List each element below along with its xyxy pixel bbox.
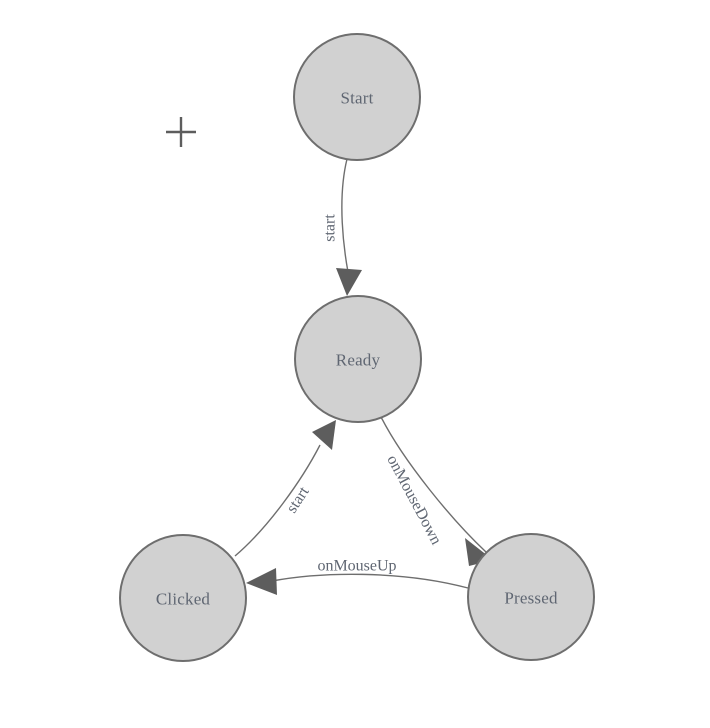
node-start-label: Start <box>340 89 373 108</box>
edge-clicked-to-ready-arrowhead <box>312 420 336 450</box>
edge-pressed-to-clicked-label: onMouseUp <box>317 558 396 575</box>
edge-clicked-to-ready-path <box>234 444 321 557</box>
edge-ready-to-pressed-path <box>380 416 487 553</box>
node-start[interactable]: Start <box>293 33 421 161</box>
node-pressed[interactable]: Pressed <box>467 533 595 661</box>
node-pressed-label: Pressed <box>504 589 558 608</box>
crosshair-marker-icon <box>166 117 196 147</box>
edge-start-to-ready[interactable]: start <box>322 158 363 296</box>
edge-ready-to-pressed[interactable]: onMouseDown <box>380 416 493 566</box>
edge-start-to-ready-arrowhead <box>336 268 362 296</box>
edge-clicked-to-ready[interactable]: start <box>234 420 336 557</box>
edge-pressed-to-clicked-path <box>271 573 469 589</box>
node-ready-label: Ready <box>336 351 381 370</box>
node-ready[interactable]: Ready <box>294 295 422 423</box>
node-clicked-label: Clicked <box>156 590 211 609</box>
edge-ready-to-pressed-label: onMouseDown <box>383 452 444 547</box>
edge-start-to-ready-path <box>341 158 349 273</box>
edge-start-to-ready-label: start <box>322 214 339 242</box>
edge-clicked-to-ready-label: start <box>283 483 313 516</box>
edge-pressed-to-clicked-arrowhead <box>246 568 277 595</box>
node-clicked-circle <box>119 534 247 662</box>
edge-pressed-to-clicked[interactable]: onMouseUp <box>246 558 469 596</box>
node-ready-circle <box>294 295 422 423</box>
node-pressed-circle <box>467 533 595 661</box>
node-start-circle <box>293 33 421 161</box>
node-clicked[interactable]: Clicked <box>119 534 247 662</box>
